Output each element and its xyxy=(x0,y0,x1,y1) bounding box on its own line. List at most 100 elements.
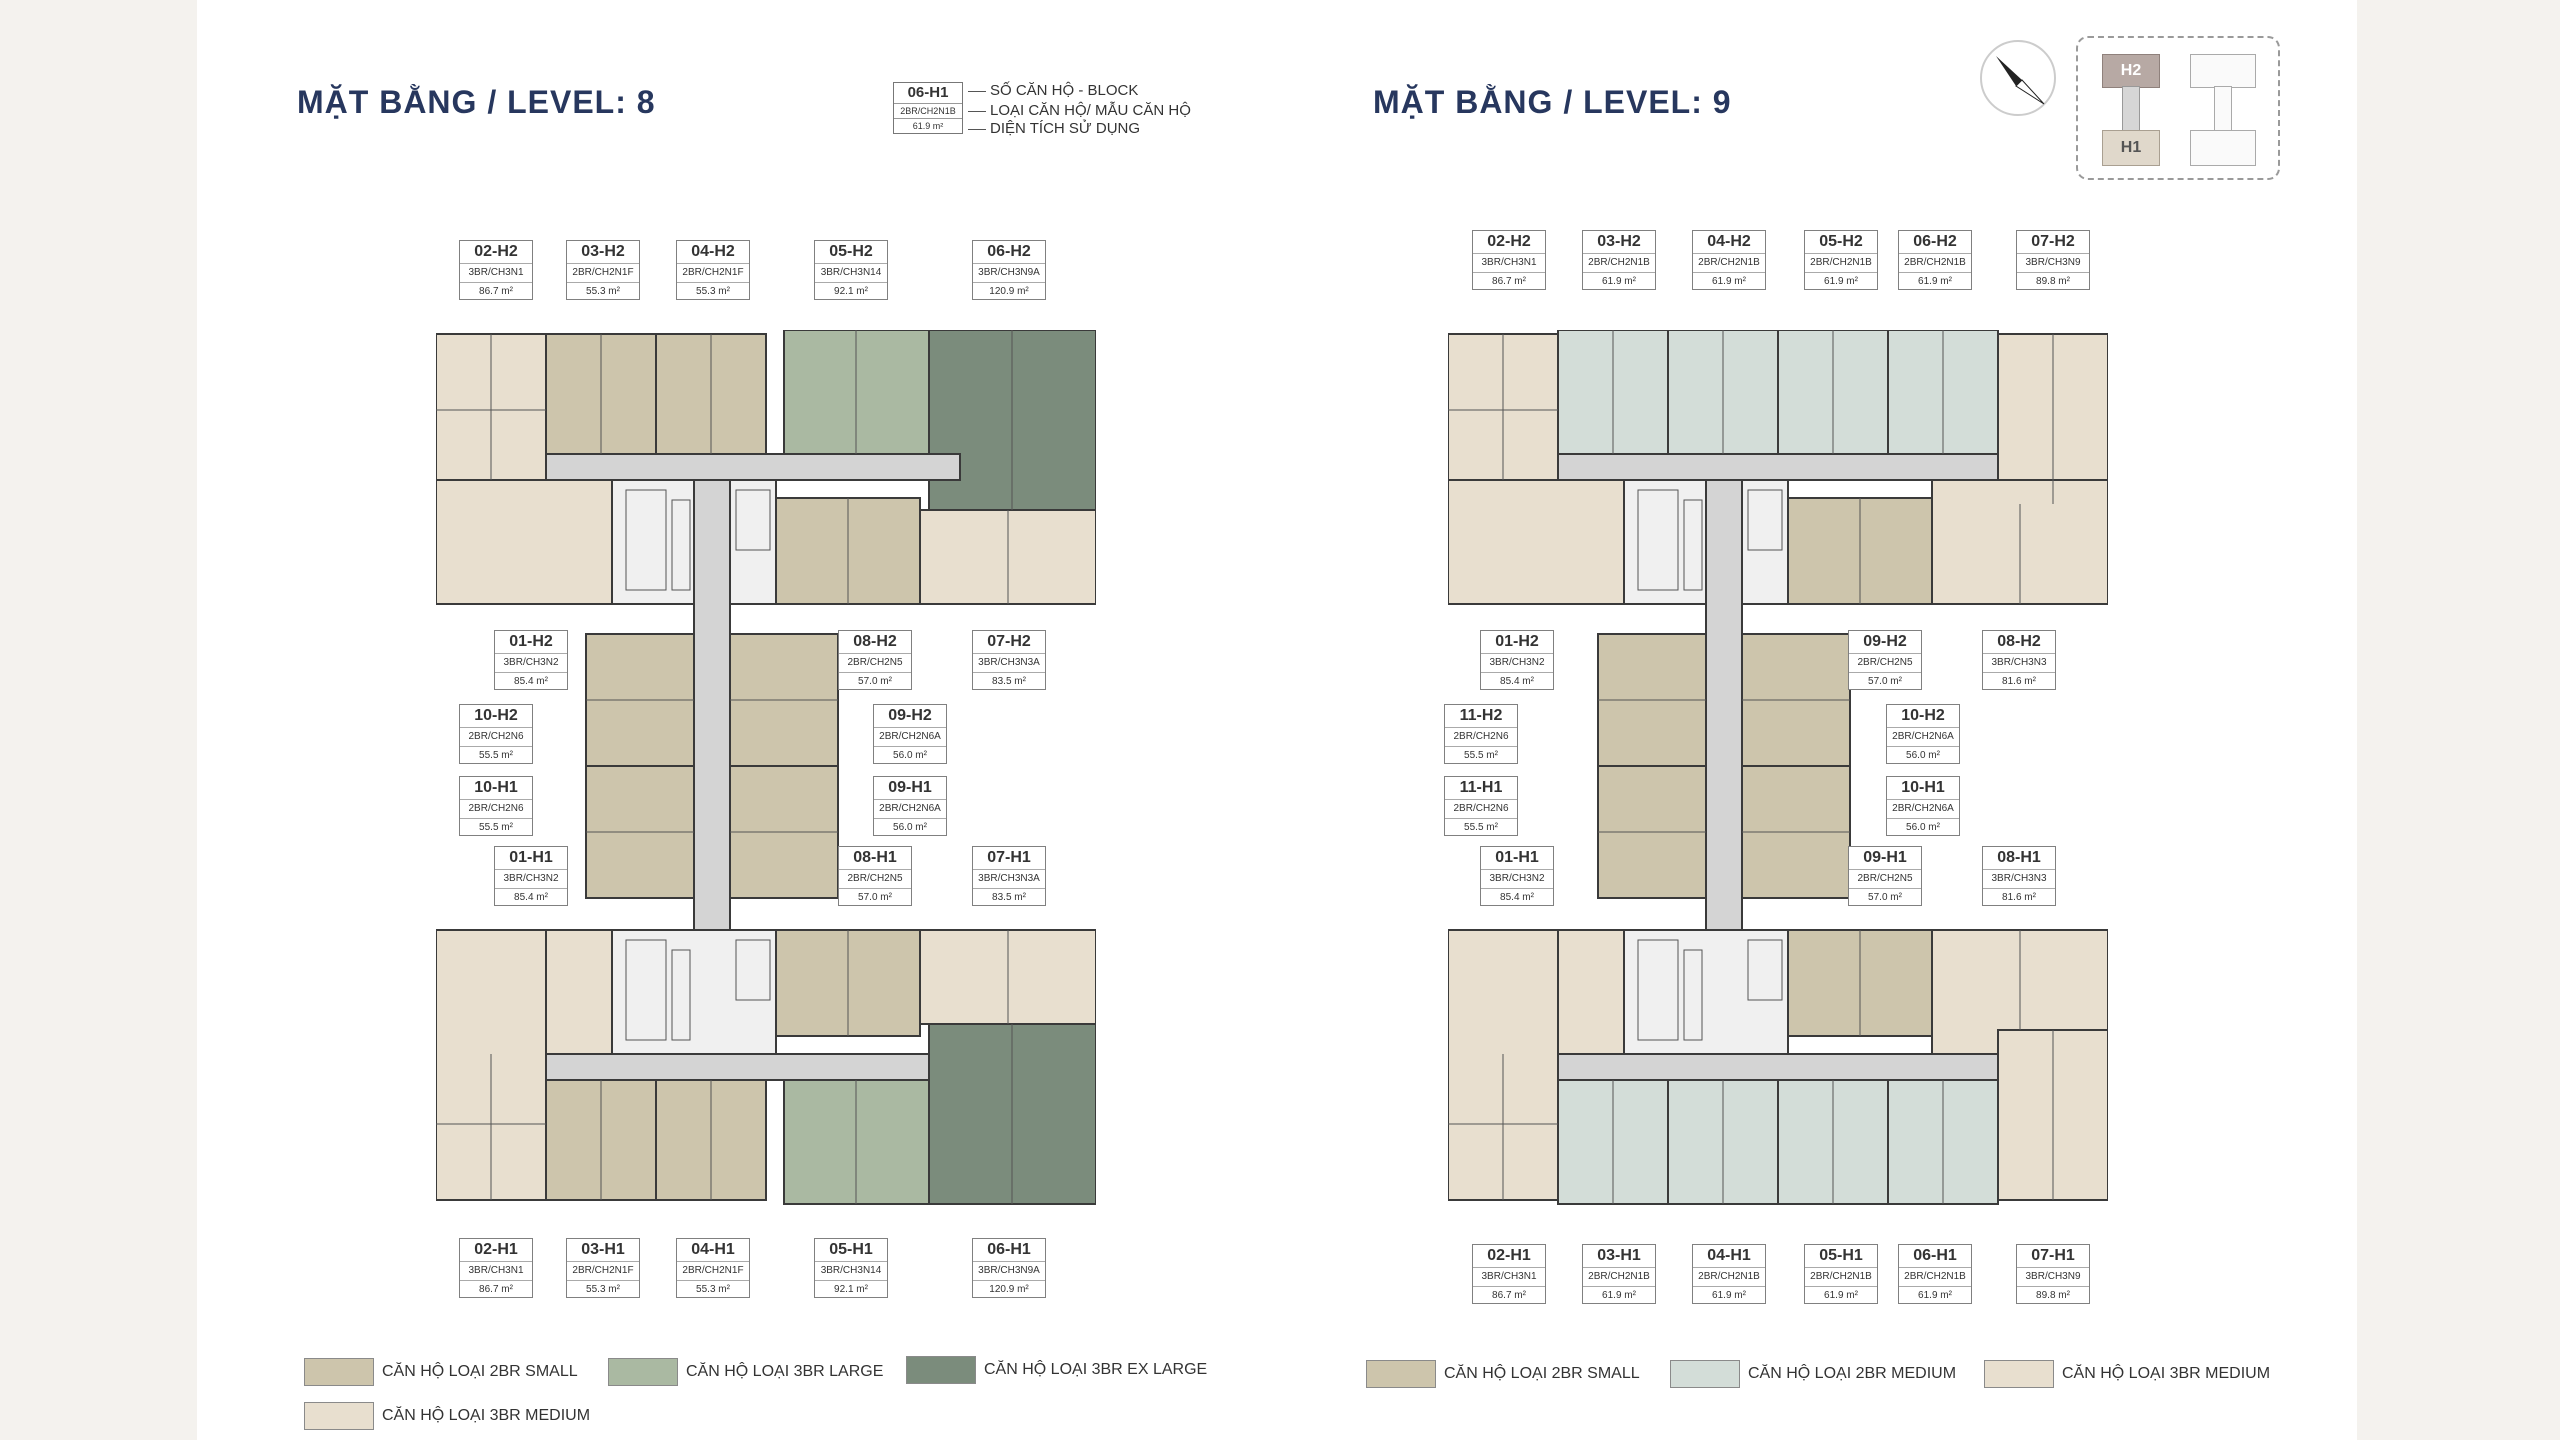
unit-area: 61.9 m² xyxy=(1918,276,1952,287)
unit-type: 2BR/CH2N1B xyxy=(1583,254,1655,273)
unit-type: 2BR/CH2N1B xyxy=(1805,254,1877,273)
unit-code: 10-H1 xyxy=(1887,777,1959,800)
unit-code: 03-H1 xyxy=(1583,1245,1655,1268)
unit-code: 09-H1 xyxy=(874,777,946,800)
unit-code: 09-H1 xyxy=(1849,847,1921,870)
unit-code: 05-H1 xyxy=(815,1239,887,1262)
unit-code: 07-H1 xyxy=(2017,1245,2089,1268)
key-line-area: DIỆN TÍCH SỬ DỤNG xyxy=(968,120,1140,137)
unit-area: 86.7 m² xyxy=(1492,276,1526,287)
unit-area: 85.4 m² xyxy=(514,892,548,903)
unit-area: 57.0 m² xyxy=(1868,676,1902,687)
unit-area: 83.5 m² xyxy=(992,892,1026,903)
unit-code: 11-H1 xyxy=(1445,777,1517,800)
unit-type: 2BR/CH2N1B xyxy=(1805,1268,1877,1287)
unit-area: 89.8 m² xyxy=(2036,1290,2070,1301)
unit-code: 04-H2 xyxy=(1693,231,1765,254)
unit-code: 01-H2 xyxy=(1481,631,1553,654)
unit-code: 01-H1 xyxy=(1481,847,1553,870)
unit-code: 07-H2 xyxy=(973,631,1045,654)
corridor-h1 xyxy=(545,1053,961,1081)
unit-area: 61.9 m² xyxy=(1602,1290,1636,1301)
unit-type: 3BR/CH3N9A xyxy=(973,1262,1045,1281)
key-code: 06-H1 xyxy=(894,83,962,104)
unit-area: 92.1 m² xyxy=(834,286,868,297)
unit-code: 01-H1 xyxy=(495,847,567,870)
level-8-title: MẶT BẰNG / LEVEL: 8 xyxy=(297,84,656,120)
unit-type: 2BR/CH2N1F xyxy=(677,1262,749,1281)
unit-code: 07-H1 xyxy=(973,847,1045,870)
legend-label: CĂN HỘ LOẠI 2BR SMALL xyxy=(382,1363,578,1380)
key-area: 61.9 m² xyxy=(912,121,944,131)
unit-area: 55.3 m² xyxy=(586,1284,620,1295)
unit-area: 81.6 m² xyxy=(2002,892,2036,903)
level-9-title: MẶT BẰNG / LEVEL: 9 xyxy=(1373,84,1732,120)
unit-code: 03-H1 xyxy=(567,1239,639,1262)
unit-area: 55.3 m² xyxy=(696,1284,730,1295)
unit-area: 55.5 m² xyxy=(479,750,513,761)
unit-type: 3BR/CH3N2 xyxy=(1481,870,1553,889)
unit-code: 01-H2 xyxy=(495,631,567,654)
unit-type: 2BR/CH2N1B xyxy=(1583,1268,1655,1287)
corridor-h2 xyxy=(545,453,961,481)
unit-area: 56.0 m² xyxy=(893,822,927,833)
unit-type: 3BR/CH3N9A xyxy=(973,264,1045,283)
neighbor-block-core xyxy=(2214,86,2232,132)
unit-area: 55.5 m² xyxy=(1464,750,1498,761)
unit-type: 2BR/CH2N1B xyxy=(1899,1268,1971,1287)
unit-code: 03-H2 xyxy=(567,241,639,264)
north-arrow-icon xyxy=(1980,40,2056,116)
unit-type: 2BR/CH2N6 xyxy=(1445,800,1517,819)
unit-area: 86.7 m² xyxy=(1492,1290,1526,1301)
unit-type: 3BR/CH3N3A xyxy=(973,654,1045,673)
unit-code: 09-H2 xyxy=(874,705,946,728)
unit-code: 08-H2 xyxy=(1983,631,2055,654)
unit-code: 09-H2 xyxy=(1849,631,1921,654)
legend-label: CĂN HỘ LOẠI 3BR MEDIUM xyxy=(382,1407,591,1424)
unit-code: 10-H2 xyxy=(1887,705,1959,728)
unit-code: 10-H2 xyxy=(460,705,532,728)
unit-area: 89.8 m² xyxy=(2036,276,2070,287)
unit-area: 85.4 m² xyxy=(1500,676,1534,687)
unit-area: 81.6 m² xyxy=(2002,676,2036,687)
unit-area: 55.5 m² xyxy=(1464,822,1498,833)
unit-type: 2BR/CH2N1F xyxy=(677,264,749,283)
unit-area: 120.9 m² xyxy=(989,1284,1029,1295)
unit-type: 3BR/CH3N9 xyxy=(2017,1268,2089,1287)
unit-type: 3BR/CH3N3A xyxy=(973,870,1045,889)
legend-swatch xyxy=(906,1356,976,1384)
unit-type: 3BR/CH3N3 xyxy=(1983,654,2055,673)
unit-type: 2BR/CH2N6 xyxy=(460,800,532,819)
unit-code: 08-H1 xyxy=(1983,847,2055,870)
legend-swatch xyxy=(1670,1360,1740,1388)
legend-item-2br-small-l9: CĂN HỘ LOẠI 2BR SMALL xyxy=(1366,1360,1640,1388)
legend-swatch xyxy=(304,1402,374,1430)
legend-swatch xyxy=(304,1358,374,1386)
unit-code: 04-H2 xyxy=(677,241,749,264)
unit-type: 3BR/CH3N1 xyxy=(1473,1268,1545,1287)
